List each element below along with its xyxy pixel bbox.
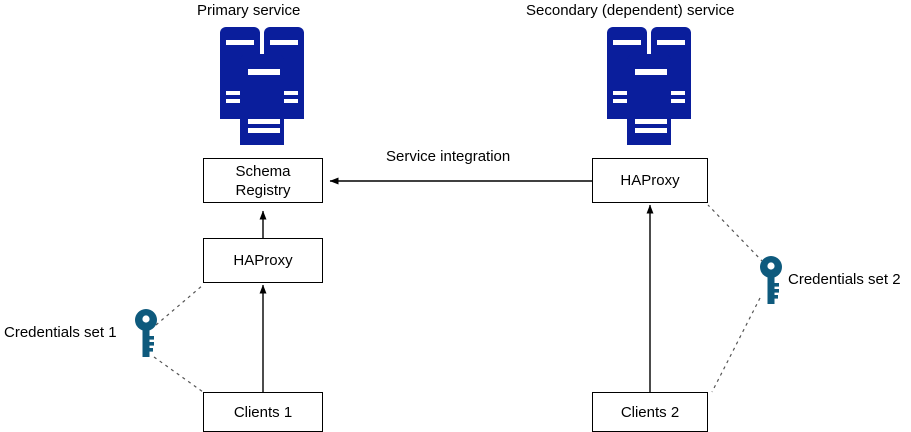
key-icon xyxy=(760,256,782,304)
node-label: Clients 2 xyxy=(620,403,680,421)
edge-credentials1-to-haproxy-primary xyxy=(155,284,204,326)
edge-credentials2-to-clients2 xyxy=(711,297,761,393)
node-label: Schema Registry xyxy=(235,162,291,199)
key-icon xyxy=(135,309,157,357)
caption-credentials-set-2: Credentials set 2 xyxy=(788,271,901,288)
node-haproxy-primary[interactable]: HAProxy xyxy=(203,238,323,283)
node-clients-2[interactable]: Clients 2 xyxy=(592,392,708,432)
node-label: HAProxy xyxy=(233,252,293,269)
node-schema-registry[interactable]: Schema Registry xyxy=(203,158,323,203)
caption-credentials-set-1: Credentials set 1 xyxy=(4,324,117,341)
node-label: HAProxy xyxy=(620,172,680,189)
servers-stack-icon xyxy=(212,27,312,145)
caption-secondary-service: Secondary (dependent) service xyxy=(526,2,735,19)
edge-credentials2-to-haproxy-secondary xyxy=(707,204,764,263)
servers-stack-icon xyxy=(599,27,699,145)
node-clients-1[interactable]: Clients 1 xyxy=(203,392,323,432)
edge-label-service-integration: Service integration xyxy=(382,148,515,166)
caption-primary-service: Primary service xyxy=(197,2,301,19)
node-haproxy-secondary[interactable]: HAProxy xyxy=(592,158,708,203)
edge-credentials1-to-clients1 xyxy=(153,356,204,393)
node-label: Clients 1 xyxy=(233,403,293,421)
